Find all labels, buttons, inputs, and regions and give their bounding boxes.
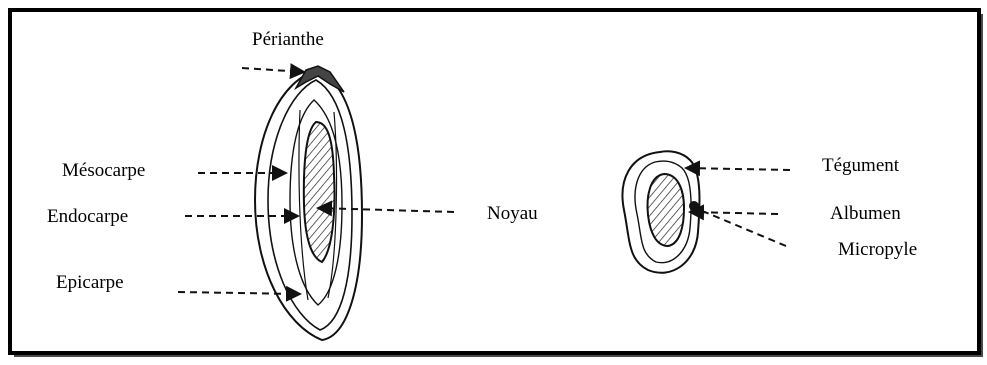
seed-micropyle-dot — [689, 201, 699, 211]
label-perianthe: Périanthe — [252, 29, 324, 51]
seed-drawing — [623, 151, 700, 272]
fruit-drawing — [255, 66, 362, 340]
label-epicarpe: Epicarpe — [56, 272, 124, 294]
label-albumen: Albumen — [830, 203, 901, 225]
pointer-perianthe — [242, 68, 304, 72]
label-tegument: Tégument — [822, 155, 899, 177]
pointer-epicarpe — [178, 292, 300, 294]
label-endocarpe: Endocarpe — [47, 206, 128, 228]
label-mesocarpe: Mésocarpe — [62, 160, 145, 182]
pointer-tegument — [686, 168, 790, 170]
pointer-micropyle — [700, 210, 786, 246]
label-micropyle: Micropyle — [838, 239, 917, 261]
label-noyau: Noyau — [487, 203, 538, 225]
seed-albumen — [648, 174, 684, 246]
pointer-noyau — [318, 208, 454, 212]
fruit-kernel — [304, 122, 335, 262]
